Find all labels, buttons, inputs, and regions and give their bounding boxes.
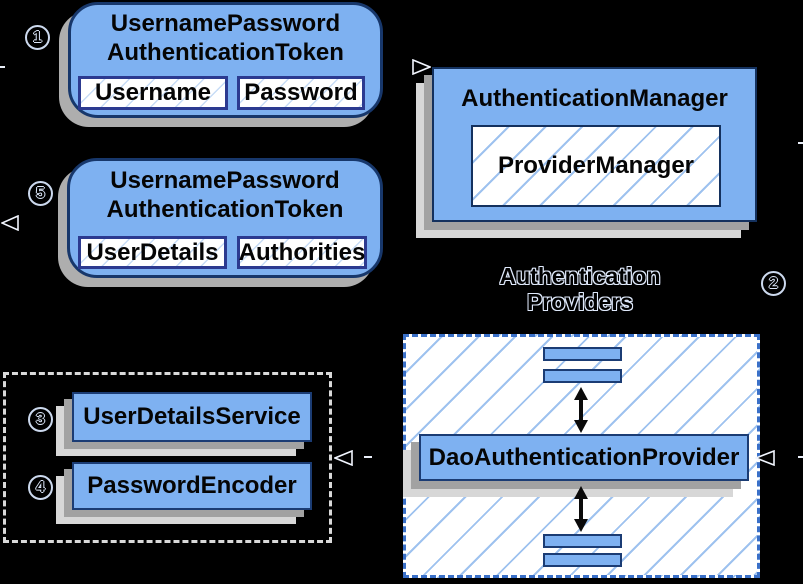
token-input-title: UsernamePassword AuthenticationToken: [68, 9, 383, 67]
authorities-field: Authorities: [237, 236, 367, 269]
flow-line-stub-left-top: [0, 66, 5, 68]
incoming-arrowhead-left-icon: [755, 450, 775, 466]
services-arrowhead-left-icon: [334, 450, 353, 466]
double-arrow-bottom-icon: [574, 486, 588, 532]
authentication-providers-line1: Authentication: [499, 263, 661, 289]
token-input-title-line1: UsernamePassword: [110, 10, 341, 37]
username-field: Username: [78, 76, 228, 110]
step-1-badge: 1: [25, 25, 50, 50]
flow-line-stub-right-bottom: [798, 456, 803, 458]
token-result-title-line2: AuthenticationToken: [106, 196, 344, 223]
auth-manager-title: AuthenticationManager: [461, 85, 728, 112]
step-5-badge: 5: [28, 181, 53, 206]
authentication-providers-heading: Authentication Providers: [430, 263, 730, 315]
password-field: Password: [237, 76, 365, 110]
token-input-title-line2: AuthenticationToken: [107, 39, 344, 66]
flow-line-stub-mid: [364, 456, 372, 458]
token-result-title-line1: UsernamePassword: [110, 167, 340, 194]
double-arrow-top-icon: [574, 387, 588, 433]
provider-slot-bar: [543, 553, 622, 567]
dao-authentication-provider-box: DaoAuthenticationProvider: [419, 434, 749, 481]
authenticate-arrowhead-right-icon: [412, 59, 431, 75]
step-3-badge: 3: [28, 407, 53, 432]
userdetails-field: UserDetails: [78, 236, 227, 269]
user-details-service-box: UserDetailsService: [72, 392, 312, 442]
flow-line-stub-right-top: [798, 142, 803, 144]
provider-slot-bar: [543, 347, 622, 361]
provider-manager-box: ProviderManager: [471, 125, 721, 207]
provider-slot-bar: [543, 534, 622, 548]
provider-slot-bar: [543, 369, 622, 383]
authentication-providers-line2: Providers: [526, 289, 634, 315]
token-result-title: UsernamePassword AuthenticationToken: [67, 166, 383, 224]
step-2-badge: 2: [761, 271, 786, 296]
step-4-badge: 4: [28, 475, 53, 500]
password-encoder-box: PasswordEncoder: [72, 462, 312, 510]
services-container: [3, 372, 332, 543]
return-arrowhead-left-icon: [1, 215, 19, 231]
